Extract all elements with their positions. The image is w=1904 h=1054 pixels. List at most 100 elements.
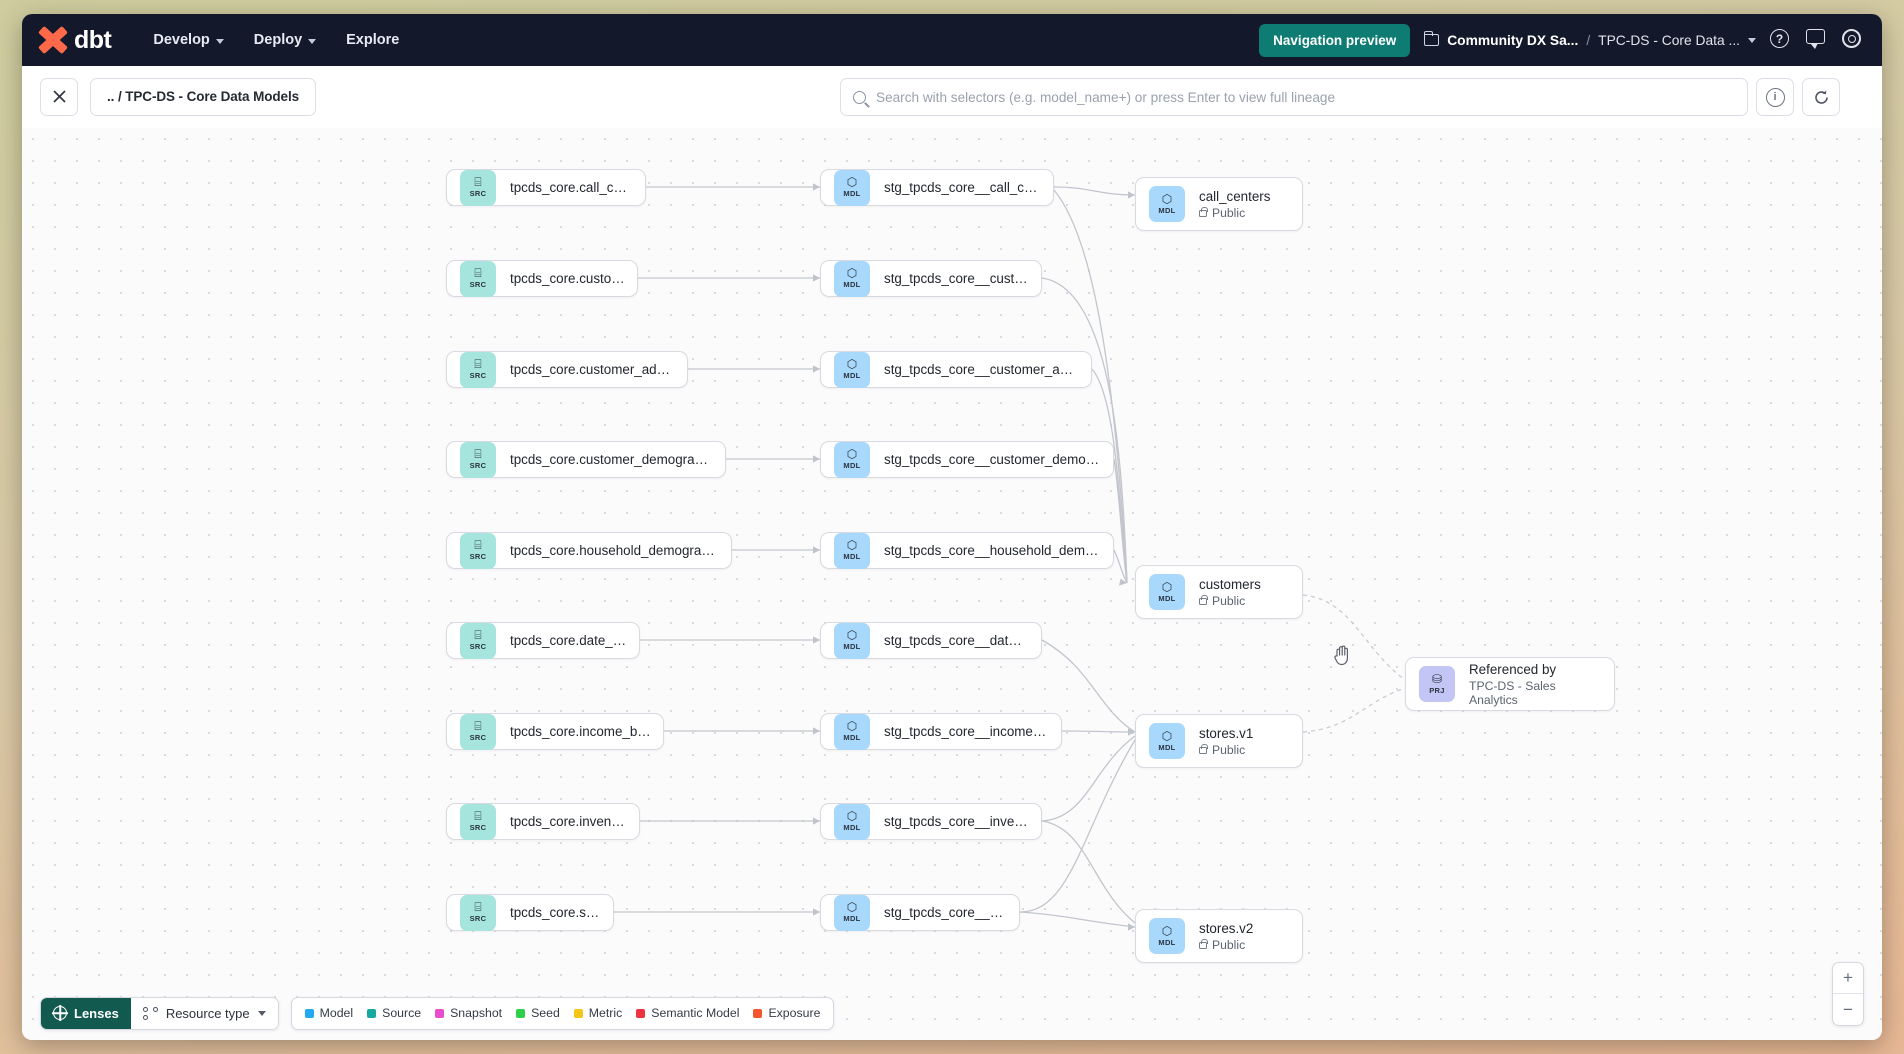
src-glyph-icon: ⌸ xyxy=(474,900,482,914)
nav-item-develop[interactable]: Develop xyxy=(151,26,225,54)
feedback-icon[interactable] xyxy=(1806,29,1828,51)
settings-gear-icon[interactable] xyxy=(1842,29,1864,51)
zoom-in-button[interactable]: + xyxy=(1833,963,1863,994)
legend-item-exposure[interactable]: Exposure xyxy=(753,1006,820,1020)
mdl-badge-label: MDL xyxy=(1158,742,1176,752)
chevron-down-icon[interactable] xyxy=(1748,37,1756,43)
breadcrumb-account[interactable]: Community DX Sa... xyxy=(1447,32,1579,48)
node-title: stores.v2 xyxy=(1199,920,1254,936)
src-badge-icon: ⌸SRC xyxy=(460,713,496,750)
src-glyph-icon: ⌸ xyxy=(474,447,482,461)
mdl-badge-label: MDL xyxy=(843,823,861,832)
node-title: call_centers xyxy=(1199,188,1271,204)
node-subtitle: TPC-DS - Sales Analytics xyxy=(1469,678,1556,707)
src-badge-label: SRC xyxy=(469,371,487,380)
top-navigation-bar: dbt Develop Deploy Explore Navigation pr… xyxy=(22,14,1882,66)
zoom-out-button[interactable]: − xyxy=(1843,999,1853,1019)
legend-color-swatch xyxy=(753,1008,763,1018)
node-label: stg_tpcds_core__household_demogr... xyxy=(884,543,1113,558)
node-label: stg_tpcds_core__customer xyxy=(884,271,1041,286)
mdl-glyph-icon: ⬡ xyxy=(846,538,858,552)
legend-item-semantic-model[interactable]: Semantic Model xyxy=(636,1006,739,1020)
prj-glyph-icon: ⛁ xyxy=(1431,671,1443,686)
navigation-preview-button[interactable]: Navigation preview xyxy=(1259,23,1411,57)
lineage-toolbar: .. / TPC-DS - Core Data Models i xyxy=(22,66,1882,128)
application-window: dbt Develop Deploy Explore Navigation pr… xyxy=(22,14,1882,1040)
legend-color-swatch xyxy=(636,1008,646,1018)
legend-item-source[interactable]: Source xyxy=(367,1006,421,1020)
node-title: customers xyxy=(1199,576,1261,592)
info-button[interactable]: i xyxy=(1756,78,1794,116)
mdl-badge-icon: ⬡MDL xyxy=(834,894,870,931)
breadcrumb-separator: / xyxy=(1586,32,1591,48)
search-input-wrapper[interactable] xyxy=(840,78,1748,116)
legend-color-swatch xyxy=(573,1008,583,1018)
legend-color-swatch xyxy=(367,1008,377,1018)
nav-item-explore-label: Explore xyxy=(346,32,400,48)
model-node[interactable]: ⬡MDL stg_tpcds_core__household_demogr... xyxy=(820,532,1114,569)
mdl-glyph-icon: ⬡ xyxy=(846,628,858,642)
node-label: stg_tpcds_core__inventory xyxy=(884,814,1041,829)
help-icon[interactable]: ? xyxy=(1770,29,1792,51)
src-badge-icon: ⌸SRC xyxy=(460,532,496,569)
node-label: tpcds_core.customer_demographics xyxy=(510,452,725,467)
src-badge-icon: ⌸SRC xyxy=(460,803,496,840)
mdl-glyph-icon: ⬡ xyxy=(846,900,858,914)
legend-label: Source xyxy=(382,1006,422,1020)
src-badge-label: SRC xyxy=(469,823,487,832)
resource-type-filter-button[interactable]: Resource type xyxy=(130,997,278,1029)
legend-item-seed[interactable]: Seed xyxy=(516,1006,560,1020)
nav-item-explore[interactable]: Explore xyxy=(344,26,401,54)
main-nav: Develop Deploy Explore xyxy=(151,26,401,54)
search-input[interactable] xyxy=(876,89,1735,105)
nav-item-deploy[interactable]: Deploy xyxy=(252,26,318,54)
legend-item-snapshot[interactable]: Snapshot xyxy=(435,1006,502,1020)
src-glyph-icon: ⌸ xyxy=(474,175,482,189)
legend-label: Metric xyxy=(588,1006,623,1020)
legend-item-model[interactable]: Model xyxy=(304,1006,353,1020)
legend-color-swatch xyxy=(304,1008,314,1018)
refresh-icon xyxy=(1814,90,1828,104)
breadcrumb-project[interactable]: TPC-DS - Core Data ... xyxy=(1598,32,1740,48)
mdl-badge-icon: ⬡MDL xyxy=(834,803,870,840)
refresh-button[interactable] xyxy=(1802,78,1840,116)
model-node[interactable]: ⬡MDL stg_tpcds_core__inventory xyxy=(820,803,1042,840)
legend-label: Exposure xyxy=(768,1006,821,1020)
folder-icon xyxy=(1424,31,1440,46)
legend-item-metric[interactable]: Metric xyxy=(573,1006,623,1020)
dbt-logo[interactable]: dbt xyxy=(38,26,112,55)
mdl-badge-label: MDL xyxy=(843,461,861,470)
close-button[interactable] xyxy=(40,77,78,116)
src-badge-icon: ⌸SRC xyxy=(460,169,496,206)
node-visibility-label: Public xyxy=(1212,205,1246,220)
lenses-button[interactable]: Lenses xyxy=(41,997,131,1029)
mdl-badge-icon: ⬡MDL xyxy=(834,532,870,569)
info-icon: i xyxy=(1765,87,1785,107)
lineage-breadcrumb-pill[interactable]: .. / TPC-DS - Core Data Models xyxy=(90,77,317,116)
mdl-badge-icon: ⬡MDL xyxy=(834,622,870,659)
chevron-down-icon xyxy=(257,1010,266,1016)
mdl-badge-icon: ⬡MDL xyxy=(1149,186,1185,222)
